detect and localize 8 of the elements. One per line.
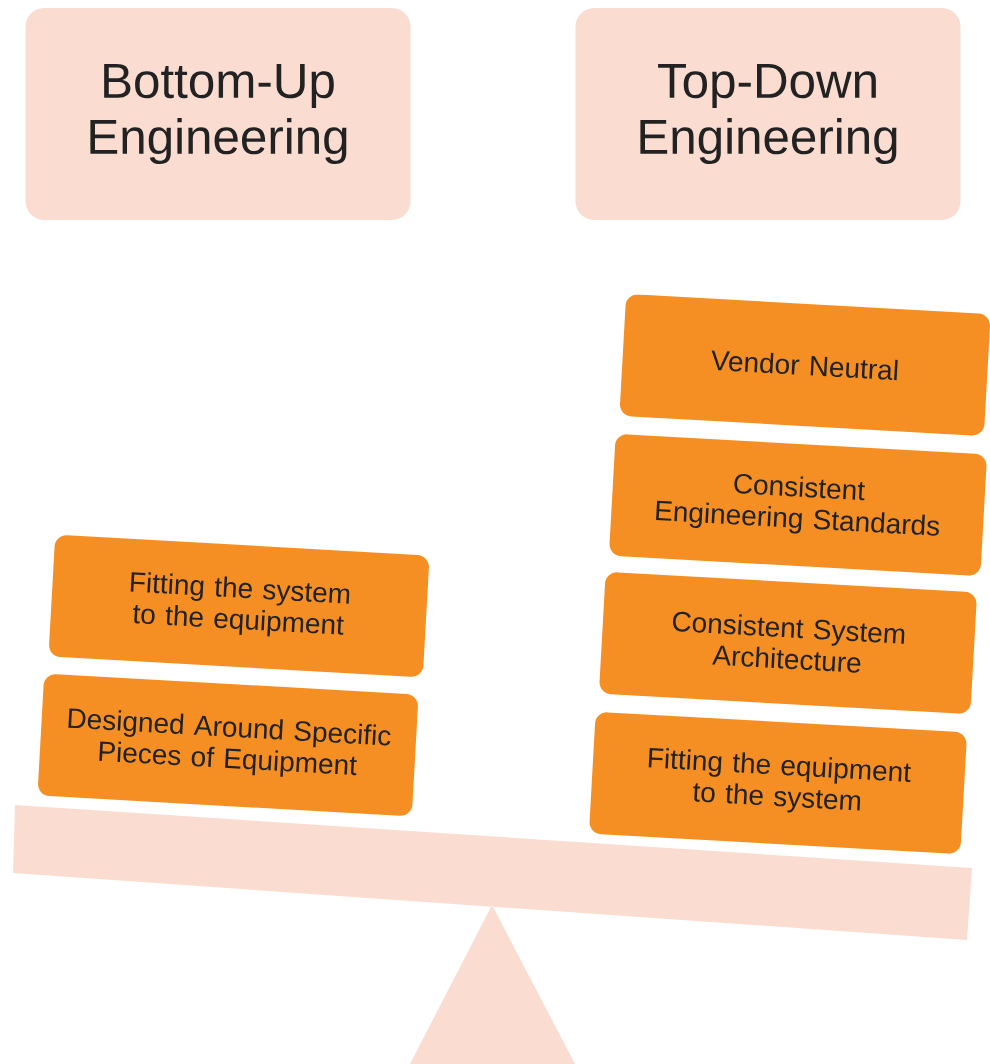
- label-block: Fitting the equipment to the system: [589, 712, 967, 854]
- label-block: Vendor Neutral: [620, 294, 990, 436]
- label-block: Consistent System Architecture: [599, 572, 977, 714]
- label-block: Designed Around Specific Pieces of Equipment: [38, 674, 418, 816]
- label-block: Fitting the system to the equipment: [49, 535, 429, 677]
- label-block: Consistent Engineering Standards: [609, 434, 987, 576]
- heading-box: Bottom-Up Engineering: [25, 8, 411, 220]
- heading-box: Top-Down Engineering: [575, 8, 961, 220]
